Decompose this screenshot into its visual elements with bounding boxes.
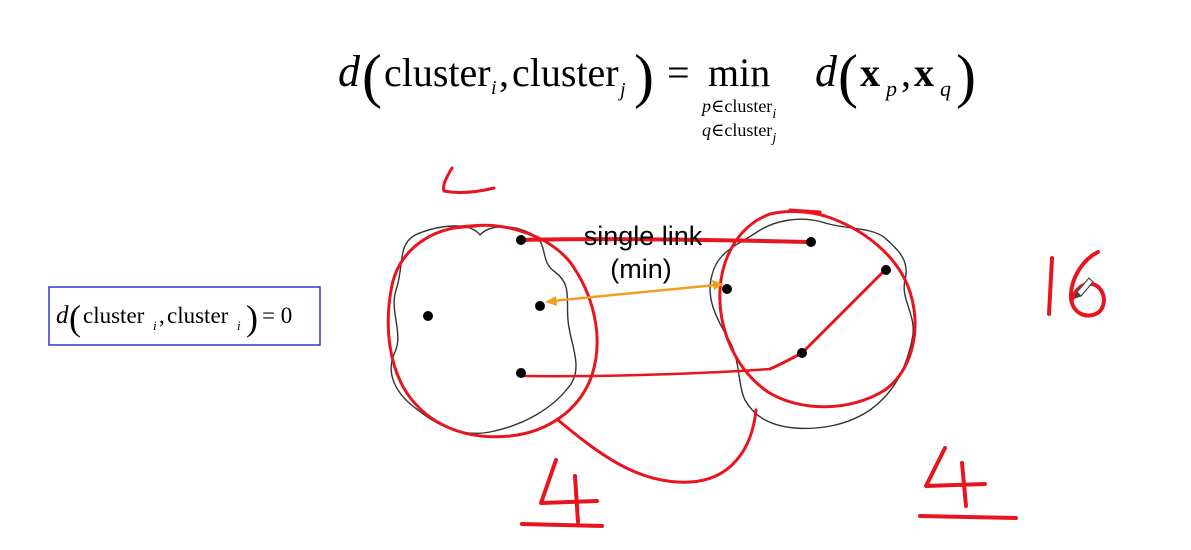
cluster-i-top-tick: [450, 224, 478, 230]
point-i-4: [516, 368, 526, 378]
linkage-formula: d ( cluster i , cluster j ) = min p∈clus…: [338, 43, 976, 146]
single-link-arrow-shaft: [551, 283, 717, 303]
formula-cond-1: p∈clusteri: [700, 96, 776, 122]
formula-rhs-sub-2: q: [940, 76, 951, 101]
self-distance-border: [48, 286, 321, 346]
single-link-arrowhead-left: [545, 296, 557, 306]
formula-lhs-cluster-2: cluster: [512, 50, 619, 95]
top-link-line: [519, 237, 812, 244]
formula-rhs-d: d: [815, 47, 838, 96]
formula-lhs-cluster-1: cluster: [384, 50, 491, 95]
point-j-2: [881, 265, 891, 275]
pen-cursor-icon: [1074, 277, 1094, 299]
single-link-label: single link: [584, 221, 703, 251]
count-right-text: 4: [0, 0, 1, 1]
cluster-i-outline: [390, 225, 577, 435]
single-link-arrowhead-right: [712, 280, 724, 290]
formula-rhs-x-2: x: [914, 50, 934, 95]
formula-rhs-left-paren: (: [838, 43, 858, 109]
point-i-2: [516, 235, 526, 245]
formula-cond-sub-1: i: [772, 107, 776, 122]
formula-rhs-sub-1: p: [884, 76, 897, 101]
formula-rhs-comma: ,: [901, 50, 911, 95]
inner-link-line: [768, 268, 887, 371]
formula-min: min: [708, 50, 770, 95]
point-i-1: [423, 311, 433, 321]
formula-cond-in-2: ∈cluster: [711, 120, 772, 140]
stray-red-stroke: [442, 166, 496, 194]
product-text: 16: [0, 0, 2, 1]
cluster-j-red-circle: [718, 210, 917, 409]
formula-lhs-comma: ,: [499, 50, 509, 95]
cluster-j-top-tick: [788, 208, 822, 214]
handwritten-product: 16: [0, 0, 1106, 318]
handwritten-count-right: 4: [0, 0, 1018, 520]
formula-cond-var-2: q: [702, 120, 711, 140]
formula-right-paren: ): [634, 43, 654, 109]
formula-cond-in-1: ∈cluster: [711, 96, 772, 116]
cluster-j-outline: [709, 218, 914, 430]
self-distance-box: d ( cluster i , cluster i ) = 0: [48, 286, 321, 346]
formula-left-paren: (: [362, 43, 382, 109]
single-link-arrow: [545, 280, 724, 306]
formula-rhs-right-paren: ): [956, 43, 976, 109]
data-points: [423, 235, 891, 378]
formula-cond-sub-2: j: [770, 131, 776, 146]
cluster-i-red-circle: [386, 223, 599, 439]
self-distance-sub-1: i: [153, 318, 157, 333]
point-i-3: [535, 301, 545, 311]
formula-equals: =: [667, 50, 690, 95]
formula-lhs-d: d: [338, 47, 361, 96]
point-j-4: [797, 348, 807, 358]
bottom-curve-link: [556, 408, 758, 484]
formula-cond-var-1: p: [700, 96, 711, 116]
self-distance-d: d: [56, 302, 69, 329]
self-distance-left-paren: (: [69, 298, 81, 338]
formula-lhs-sub-2: j: [617, 79, 626, 101]
self-distance-cluster-1: cluster: [83, 303, 145, 328]
handwritten-count-left: 4: [0, 0, 604, 528]
formula-lhs-sub-1: i: [491, 77, 497, 99]
point-j-3: [722, 284, 732, 294]
min-label: (min): [610, 254, 672, 284]
self-distance-right-paren: ): [246, 298, 258, 338]
self-distance-equals-zero: = 0: [262, 303, 292, 328]
bottom-link-line: [519, 367, 772, 378]
point-j-1: [806, 237, 816, 247]
formula-rhs-x-1: x: [860, 50, 880, 95]
self-distance-cluster-2: cluster: [167, 303, 229, 328]
formula-cond-2: q∈clusterj: [702, 120, 776, 146]
self-distance-comma: ,: [159, 303, 165, 328]
count-left-text: 4: [0, 0, 1, 1]
self-distance-sub-2: i: [237, 318, 241, 333]
